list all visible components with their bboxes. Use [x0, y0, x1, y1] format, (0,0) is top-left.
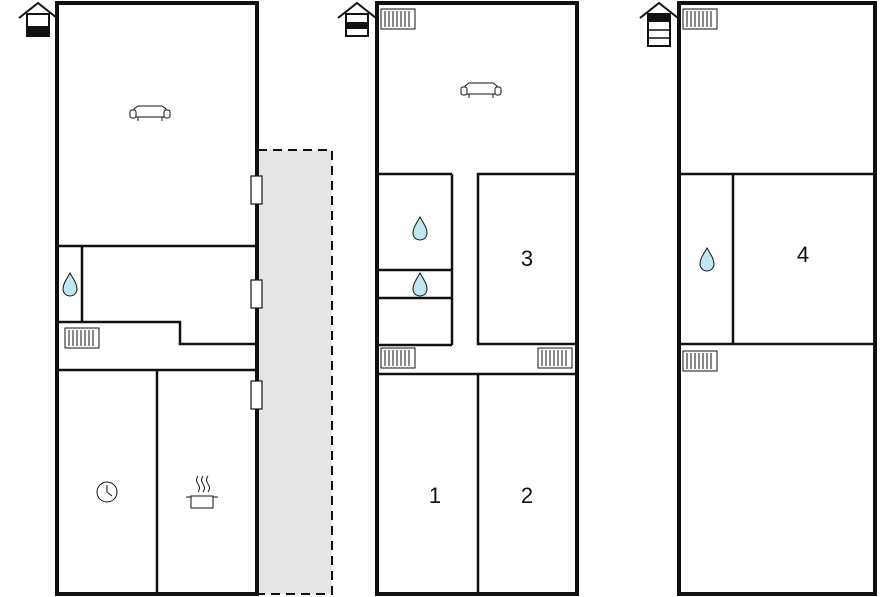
radiator-icon	[380, 8, 416, 30]
house-floor-indicator-icon	[337, 1, 377, 37]
bedroom-number: 4	[797, 242, 809, 267]
sofa-icon	[460, 82, 502, 99]
floor-first: 3 1 2	[337, 1, 579, 596]
sofa-icon	[129, 105, 171, 122]
terrace	[257, 149, 333, 595]
terrace-door	[250, 175, 263, 205]
house-floor-indicator-icon	[18, 1, 58, 37]
water-drop-icon	[412, 272, 428, 297]
radiator-icon	[682, 8, 718, 30]
floor-ground	[18, 1, 333, 596]
interior-walls-first	[377, 172, 579, 594]
interior-walls-second	[679, 172, 875, 346]
outer-wall-second	[677, 1, 877, 596]
radiator-icon	[64, 327, 100, 349]
water-drop-icon	[412, 216, 428, 241]
radiator-icon	[682, 350, 718, 372]
radiator-icon	[380, 347, 416, 369]
bedroom-number: 3	[521, 246, 533, 271]
cooking-pot-icon	[186, 475, 218, 509]
terrace-door	[250, 380, 263, 410]
house-floor-indicator-icon	[639, 1, 679, 47]
water-drop-icon	[62, 272, 78, 297]
clock-icon	[96, 481, 118, 503]
water-drop-icon	[699, 247, 715, 272]
bedroom-number: 1	[429, 483, 441, 508]
terrace-door	[250, 279, 263, 309]
floor-second: 4	[639, 1, 877, 596]
radiator-icon	[537, 347, 573, 369]
interior-walls-ground	[57, 244, 257, 594]
bedroom-number: 2	[521, 483, 533, 508]
